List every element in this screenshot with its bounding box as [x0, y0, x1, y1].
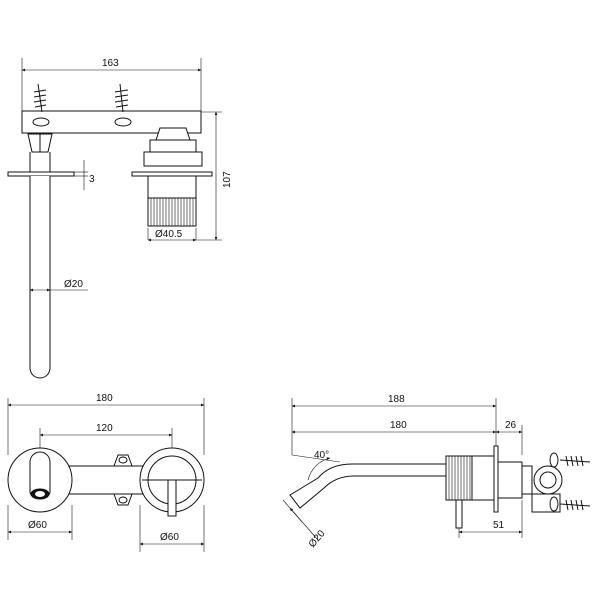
- spout-side: [289, 463, 447, 509]
- top-view: 163 107 3 Ø: [7, 58, 233, 379]
- dim-front-width: 180: [96, 393, 113, 404]
- dim-front-centers: 120: [96, 423, 113, 434]
- dim-top-width: 163: [102, 58, 119, 69]
- dim-side-body: 26: [505, 420, 517, 431]
- front-view: 180 120 Ø60 Ø60: [7, 393, 205, 552]
- dim-front-right-rosette: Ø60: [160, 532, 179, 543]
- dim-body-diameter: Ø40.5: [155, 229, 183, 240]
- mixer-body-top: [131, 127, 213, 227]
- dim-top-height: 107: [222, 171, 233, 188]
- spout-top: [29, 152, 51, 379]
- wall-screw-right: [114, 83, 132, 127]
- spout-rosette-plate: [7, 171, 75, 177]
- mounting-bar: [21, 110, 202, 134]
- dim-spout-angle: 40°: [314, 450, 329, 461]
- dim-spout-tip-diameter: Ø20: [307, 528, 328, 550]
- wall-screw-upper-side: [549, 452, 591, 468]
- dim-side-total: 188: [388, 394, 405, 405]
- dim-side-spout: 180: [390, 420, 407, 431]
- mixer-lever: [167, 479, 177, 517]
- wall-screw-left: [32, 83, 50, 127]
- mixer-lever-side: [455, 499, 463, 529]
- side-view: 188 180 26 40° Ø20: [282, 394, 591, 550]
- wall-screw-lower-side: [549, 496, 591, 512]
- dim-plate-thickness: 3: [89, 174, 95, 185]
- dim-side-depth: 51: [493, 520, 505, 531]
- dim-spout-diameter: Ø20: [64, 279, 83, 290]
- rosette-plate-side: [493, 445, 499, 513]
- dim-front-left-rosette: Ø60: [28, 520, 47, 531]
